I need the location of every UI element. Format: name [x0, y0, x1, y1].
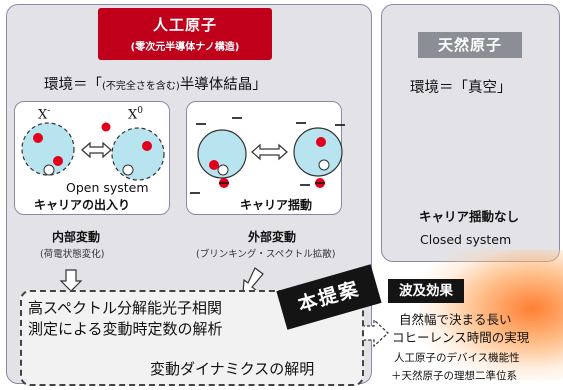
quantum-dot-fluct-b — [293, 127, 343, 177]
electron-dot — [316, 137, 326, 147]
internal-fluctuation-label: 内部変動 — [52, 230, 101, 244]
carrier-fluctuation-caption: キャリア揺動 — [240, 198, 313, 212]
electron-dot — [142, 141, 152, 151]
ripple-glow — [420, 250, 563, 380]
hole-dot — [217, 164, 229, 176]
electron-dot — [209, 160, 219, 170]
natural-atom-caption: キャリア揺動なし — [419, 209, 520, 224]
closed-system-label: Closed system — [420, 232, 512, 247]
down-arrow-icon — [59, 269, 83, 292]
internal-fluctuation-sub: (荷電状態変化) — [40, 249, 105, 260]
proposal-line-2: 測定による変動時定数の解析 — [28, 320, 223, 338]
ripple-effect-title: 波及効果 — [388, 279, 464, 303]
external-fluctuation-sub: (ブリンキング・スペクトル拡散) — [196, 249, 336, 260]
free-electron-dot — [101, 122, 111, 132]
ripple-arrow-icon — [361, 318, 389, 348]
env-main: 半導体結晶」 — [179, 77, 267, 93]
ripple-line-2: コヒーレンス時間の実現 — [392, 330, 530, 345]
fluctuation-double-arrow-icon — [251, 143, 288, 161]
electron-dot — [33, 133, 43, 143]
label-x-minus: X- — [38, 106, 51, 123]
ripple-line-1: 自然幅で決まる長い — [399, 312, 512, 327]
carrier-exchange-caption: キャリアの出入り — [34, 198, 131, 212]
ripple-line-3: 人工原子のデバイス機能性 — [394, 352, 520, 364]
artificial-atom-environment: 環境＝「(不完全さを含む)半導体結晶」 — [44, 73, 267, 94]
artificial-atom-subtitle: (零次元半導体ナノ構造) — [130, 42, 240, 53]
external-charge-marks — [190, 117, 345, 194]
env-prefix: 環境＝「 — [44, 77, 102, 93]
quantum-dot-neutral — [111, 127, 165, 181]
artificial-atom-title-box: 人工原子 (零次元半導体ナノ構造) — [98, 8, 272, 60]
hole-dot — [43, 164, 55, 176]
external-fluctuation-label: 外部変動 — [248, 230, 297, 244]
env-small-note: (不完全さを含む) — [102, 81, 180, 92]
label-x-zero: X0 — [128, 106, 143, 123]
electron-dot — [53, 156, 63, 166]
proposal-line-1: 高スペクトル分解能光子相関 — [28, 299, 222, 317]
hole-dot — [122, 164, 134, 176]
hole-dot — [318, 159, 330, 171]
artificial-atom-title: 人工原子 — [152, 16, 217, 34]
proposal-line-3: 変動ダイナミクスの解明 — [150, 360, 315, 378]
natural-atom-title: 天然原子 — [418, 32, 522, 58]
open-system-label: Open system — [66, 180, 149, 195]
natural-atom-environment: 環境＝「真空」 — [410, 80, 512, 96]
ripple-line-4: ＋天然原子の理想二準位系 — [391, 370, 517, 382]
exchange-double-arrow-icon — [81, 141, 112, 159]
